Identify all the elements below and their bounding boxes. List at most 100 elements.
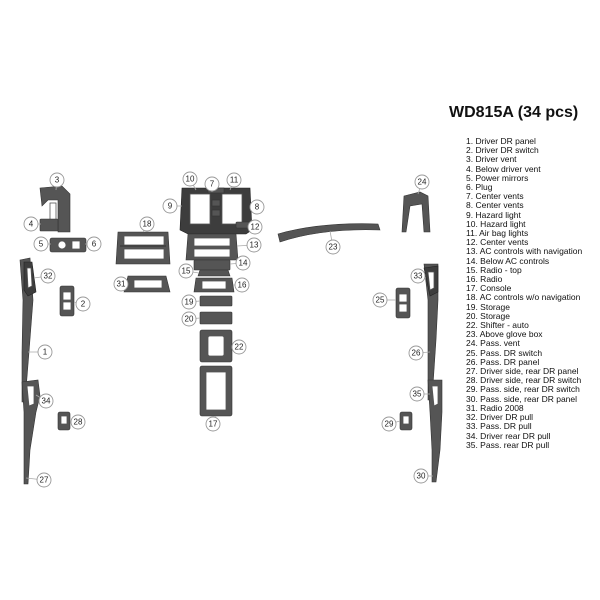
callout-circle	[40, 268, 56, 284]
callout-number: 34	[42, 397, 51, 406]
callout-circle	[75, 296, 91, 312]
callout-number: 9	[168, 202, 173, 211]
part-radio-2008	[123, 275, 171, 293]
callout-number: 31	[117, 280, 126, 289]
callout-number: 3	[55, 176, 60, 185]
callout-number: 11	[230, 176, 239, 185]
callout-circle	[162, 198, 178, 214]
callout-circle	[70, 414, 86, 430]
legend-item: 17. Console	[466, 283, 512, 294]
legend-item: 22. Shifter - auto	[466, 320, 529, 331]
callout-number: 13	[250, 241, 259, 250]
callout-number: 2	[81, 300, 86, 309]
legend-item: 13. AC controls with navigation	[466, 246, 583, 257]
callout-circle	[231, 339, 247, 355]
part-passenger-rear-door-panel	[427, 379, 443, 483]
callout-number: 33	[414, 272, 423, 281]
legend-item: 19. Storage	[466, 301, 510, 312]
part-passenger-door-panel	[423, 263, 439, 401]
part-shifter-auto	[199, 329, 233, 363]
part-passenger-vent	[401, 191, 431, 233]
callout-circle	[235, 255, 251, 271]
legend-item: 26. Pass. DR panel	[466, 356, 540, 367]
callout-circle	[205, 416, 221, 432]
callout-circle	[49, 172, 65, 188]
legend-item: 4. Below driver vent	[466, 163, 541, 174]
callout-circle	[38, 393, 54, 409]
legend-item: 7. Center vents	[466, 191, 524, 202]
part-driver-door-switch	[59, 285, 75, 317]
legend-item: 33. Pass. DR pull	[466, 421, 532, 432]
legend-item: 10. Hazard light	[466, 218, 526, 229]
callout-circle	[139, 216, 155, 232]
legend-item: 24. Pass. vent	[466, 338, 520, 349]
legend-item: 34. Driver rear DR pull	[466, 430, 551, 441]
legend-item: 1. Driver DR panel	[466, 136, 536, 146]
legend-item: 20. Storage	[466, 310, 510, 321]
part-driver-rear-door-panel	[21, 379, 41, 485]
callout-number: 25	[376, 296, 385, 305]
callout-circle	[325, 239, 341, 255]
callout-circle	[410, 268, 426, 284]
legend-item: 35. Pass. rear DR pull	[466, 439, 550, 450]
callout-number: 16	[238, 281, 247, 290]
callout-number: 30	[417, 472, 426, 481]
callout-circle	[36, 472, 52, 488]
callout-circle	[181, 294, 197, 310]
callout-circle	[181, 311, 197, 327]
part-radio	[193, 277, 235, 293]
legend-item: 14. Below AC controls	[466, 255, 550, 266]
callout-number: 6	[92, 240, 97, 249]
callout-number: 18	[143, 220, 152, 229]
callout-circle	[246, 237, 262, 253]
legend-item: 12. Center vents	[466, 237, 529, 248]
legend-item: 6. Plug	[466, 182, 493, 193]
callout-number: 14	[239, 259, 248, 268]
callout-circle	[86, 236, 102, 252]
legend-item: 15. Radio - top	[466, 264, 522, 275]
callout-number: 23	[329, 243, 338, 252]
part-radio-top	[197, 269, 231, 277]
callout-number: 5	[39, 240, 44, 249]
part-storage-19	[199, 295, 233, 307]
callout-circle	[37, 344, 53, 360]
legend-item: 29. Pass. side, rear DR switch	[466, 384, 580, 395]
callout-circle	[247, 219, 263, 235]
callout-number: 24	[418, 178, 427, 187]
legend-item: 8. Center vents	[466, 200, 524, 211]
legend-item: 16. Radio	[466, 274, 503, 285]
callout-number: 8	[255, 203, 260, 212]
part-below-ac-controls	[193, 259, 231, 271]
legend-item: 18. AC controls w/o navigation	[466, 292, 581, 303]
legend-item: 9. Hazard light	[466, 209, 521, 220]
callout-circle	[178, 263, 194, 279]
callout-circle	[381, 416, 397, 432]
callout-circle	[33, 236, 49, 252]
part-driver-door-panel	[19, 257, 37, 403]
part-ac-controls-with-navigation	[185, 233, 239, 261]
legend-item: 30. Pass. side, rear DR panel	[466, 393, 578, 404]
callout-number: 4	[29, 220, 34, 229]
legend-item: 32. Driver DR pull	[466, 412, 534, 423]
callout-number: 20	[185, 315, 194, 324]
callout-number: 19	[185, 298, 194, 307]
callout-circle	[234, 277, 250, 293]
callout-circle	[113, 276, 129, 292]
legend-item: 23. Above glove box	[466, 329, 543, 340]
callout-number: 29	[385, 420, 394, 429]
callout-circle	[204, 176, 220, 192]
legend-item: 2. Driver DR switch	[466, 145, 539, 156]
callout-number: 7	[210, 180, 215, 189]
callout-circle	[409, 386, 425, 402]
callout-number: 15	[182, 267, 191, 276]
part-power-mirrors	[49, 237, 87, 253]
callout-circle	[413, 468, 429, 484]
callout-circle	[372, 292, 388, 308]
legend-item: 11. Air bag lights	[466, 228, 529, 239]
callout-number: 17	[209, 420, 218, 429]
callout-circle	[249, 199, 265, 215]
callout-number: 10	[186, 175, 195, 184]
